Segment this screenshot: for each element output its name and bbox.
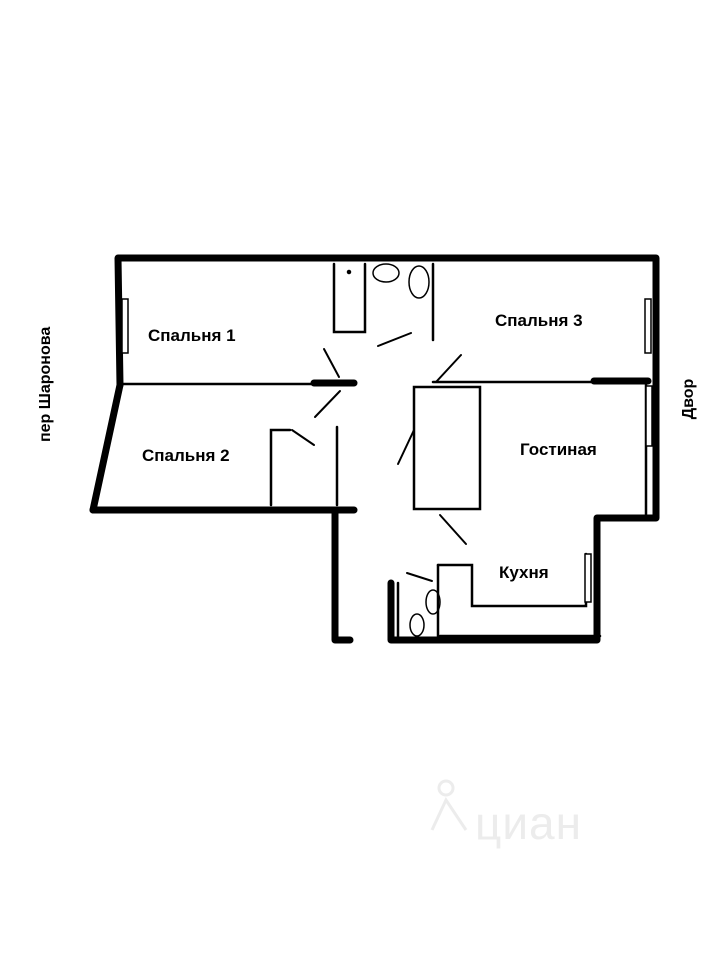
outer-walls [89,254,660,644]
watermark-logo-icon [430,779,468,831]
window-bedroom3 [644,298,652,354]
room-label-living: Гостиная [520,440,597,459]
window-bedroom1 [121,298,129,354]
fixtures [346,263,441,637]
door-bedroom2 [314,390,341,418]
room-label-bedroom1: Спальня 1 [148,326,236,345]
door-wardrobe [291,429,315,446]
street-label-left: пер Шаронова [37,326,54,442]
street-label-right: Двор [680,378,697,420]
door-toilet [406,572,433,582]
window-living [645,385,653,447]
door-bedroom1 [323,348,340,378]
wardrobe-bedroom2 [269,428,292,507]
doors [291,332,467,582]
toilet-bowl-2 [409,613,425,637]
bathroom-sink-1 [372,263,400,283]
window-kitchen [584,553,592,603]
room-label-bedroom2: Спальня 2 [142,446,230,465]
inner-walls [120,262,648,639]
door-bedroom3 [435,354,462,383]
door-kitchen [439,514,467,545]
outer-wall-top-left [114,254,660,644]
bathroom-wall [332,262,367,334]
outer-wall-stub [331,506,354,644]
toilet-bowl-1 [425,589,441,615]
living-partition [412,385,482,511]
windows [121,298,653,603]
room-label-kitchen: Кухня [499,563,549,582]
watermark-text: циан [475,797,583,849]
bathroom-sink-2 [408,265,430,299]
door-bathroom [377,332,412,347]
room-label-bedroom3: Спальня 3 [495,311,583,330]
bathroom-fixture-dot [346,269,352,275]
outer-wall-left-angled [89,381,124,514]
door-living [397,429,415,465]
